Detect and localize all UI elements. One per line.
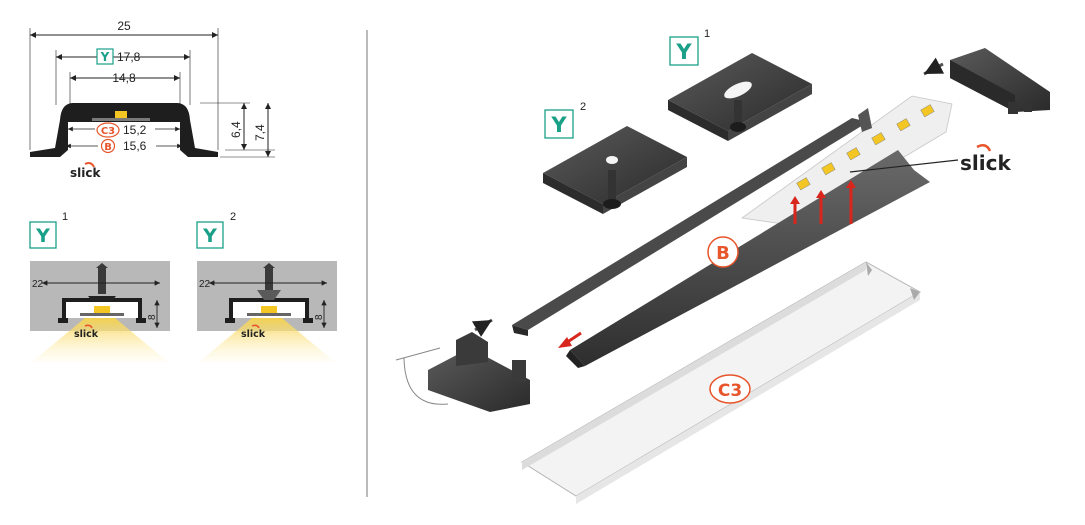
y-label: Y <box>100 50 110 64</box>
exploded-c3-badge <box>709 374 751 404</box>
b-badge <box>100 138 116 154</box>
red-arrow-up-icon <box>790 196 800 204</box>
exploded-c3-label: C3 <box>718 381 742 401</box>
exploded-b-label: B <box>716 243 730 264</box>
mounting-clip-y2 <box>543 126 687 214</box>
y1-width-dimension: 22 <box>32 279 44 290</box>
dimension-c3-width: 15,2 <box>123 123 147 137</box>
red-arrow-up-icon <box>846 180 856 188</box>
exploded-slick-logo: slick <box>849 143 1011 175</box>
profile-b <box>512 108 930 368</box>
cross-section-drawing: 25 Y 17,8 14,8 C3 15,2 B 15,6 <box>29 19 275 180</box>
y1-slick-flame-icon <box>84 324 93 329</box>
b-label: B <box>104 142 112 153</box>
y2-screw-head-icon <box>603 199 621 209</box>
y1-label: Y <box>35 225 50 247</box>
exploded-y2-superscript: 2 <box>580 101 586 113</box>
c3-label: C3 <box>101 126 115 137</box>
mounting-y1-diagram: Y 1 22 8 slick <box>29 211 170 362</box>
profile-section-shape <box>30 103 218 157</box>
dimension-width-total: 25 <box>117 19 131 33</box>
y1-height-dimension: 8 <box>147 314 158 320</box>
y1-superscript: 1 <box>62 211 68 223</box>
screw-countersunk-icon <box>257 263 281 300</box>
end-cap-right <box>923 48 1050 114</box>
dimension-y-width: 17,8 <box>117 50 141 64</box>
cross-section-brand: slick <box>70 166 101 180</box>
dimension-b-width: 15,6 <box>123 139 147 153</box>
y2-profile <box>229 298 309 318</box>
red-arrow-up-icon <box>816 190 826 198</box>
exploded-y1-label-box <box>669 36 699 66</box>
y1-light-cone <box>32 318 168 362</box>
y2-superscript: 2 <box>230 211 236 223</box>
end-cap-right-arrow-icon <box>923 57 945 76</box>
led-chip-section <box>115 111 127 119</box>
exploded-y2-label: Y <box>550 113 567 137</box>
exploded-y1-superscript: 1 <box>704 28 710 40</box>
exploded-b-badge <box>707 236 739 268</box>
y1-brand: slick <box>74 329 99 340</box>
red-arrow-down-left-icon <box>558 337 572 348</box>
dimension-inner-width: 14,8 <box>112 71 136 85</box>
y2-label-box <box>196 221 224 249</box>
slick-logo-flame-icon <box>84 162 95 168</box>
y2-height-dimension: 8 <box>314 314 325 320</box>
slick-logo-flame-icon <box>976 143 992 152</box>
exploded-y2-label-box <box>544 109 574 139</box>
insertion-arrows <box>558 180 856 348</box>
y1-profile <box>62 298 142 318</box>
y2-label: Y <box>202 225 217 247</box>
end-cap-left <box>395 318 530 412</box>
dimension-height-inner: 6,4 <box>229 121 243 138</box>
y2-width-dimension: 22 <box>199 279 211 290</box>
c3-badge <box>96 122 120 138</box>
exploded-brand: slick <box>960 151 1011 175</box>
end-cap-left-arrow-icon <box>471 318 493 337</box>
mounting-clip-y1 <box>668 53 812 141</box>
exploded-view: Y 1 Y 2 <box>395 28 1050 504</box>
y-label-box <box>96 48 114 65</box>
led-strip <box>740 95 953 226</box>
y2-brand: slick <box>241 329 266 340</box>
mounting-y2-diagram: Y 2 22 8 slick <box>196 211 337 362</box>
y1-screw-head-icon <box>730 122 746 132</box>
exploded-y1-label: Y <box>675 40 692 64</box>
dimension-height-total: 7,4 <box>253 124 267 141</box>
y2-light-cone <box>199 318 335 362</box>
y1-label-box <box>29 221 57 249</box>
y2-slick-flame-icon <box>251 324 260 329</box>
